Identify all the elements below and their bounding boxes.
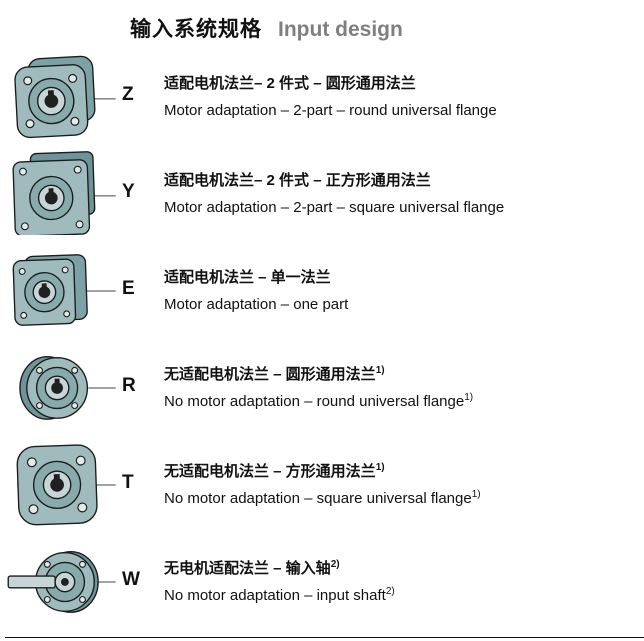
input-design-table: Z 适配电机法兰– 2 件式 – 圆形通用法兰 Motor adaptation… [0, 46, 644, 628]
description-zh: 无适配电机法兰 – 圆形通用法兰1) [164, 364, 385, 383]
description-en: No motor adaptation – input shaft2) [164, 585, 395, 604]
description-zh: 无电机适配法兰 – 输入轴2) [164, 558, 340, 577]
flange-illustration [0, 343, 122, 429]
design-description: 适配电机法兰– 2 件式 – 正方形通用法兰 Motor adaptation … [162, 165, 644, 219]
design-code: W [122, 568, 140, 590]
flange-illustration [0, 149, 122, 235]
design-description: 适配电机法兰– 2 件式 – 圆形通用法兰 Motor adaptation –… [162, 68, 644, 122]
design-code: Y [122, 180, 135, 202]
description-en: Motor adaptation – 2-part – round univer… [164, 101, 497, 119]
flange-illustration [0, 52, 122, 138]
design-description: 无适配电机法兰 – 圆形通用法兰1) No motor adaptation –… [162, 359, 644, 413]
description-zh: 无适配电机法兰 – 方形通用法兰1) [164, 461, 385, 480]
flange-illustration [0, 246, 122, 332]
description-zh: 适配电机法兰 – 单一法兰 [164, 268, 331, 286]
table-row: W 无电机适配法兰 – 输入轴2) No motor adaptation – … [0, 531, 644, 628]
design-description: 无适配电机法兰 – 方形通用法兰1) No motor adaptation –… [162, 456, 644, 510]
design-description: 适配电机法兰 – 单一法兰 Motor adaptation – one par… [162, 262, 644, 316]
page-title-zh: 输入系统规格 [130, 18, 262, 41]
table-row: Z 适配电机法兰– 2 件式 – 圆形通用法兰 Motor adaptation… [0, 46, 644, 143]
description-en: Motor adaptation – one part [164, 295, 349, 313]
design-description: 无电机适配法兰 – 输入轴2) No motor adaptation – in… [162, 553, 644, 607]
table-row: E 适配电机法兰 – 单一法兰 Motor adaptation – one p… [0, 240, 644, 337]
round-universal-flange-icon [19, 355, 116, 420]
input-shaft-flange-icon [7, 550, 116, 613]
design-code: T [122, 471, 134, 493]
description-en: Motor adaptation – 2-part – square unive… [164, 198, 505, 216]
description-en: No motor adaptation – round universal fl… [164, 391, 474, 410]
flange-illustration [0, 440, 122, 526]
design-code: E [122, 277, 135, 299]
design-code: R [122, 374, 136, 396]
description-en: No motor adaptation – square universal f… [164, 488, 481, 507]
flange-illustration [0, 537, 122, 623]
motor-adaptation-one-part-flange-icon [12, 253, 116, 326]
table-row: Y 适配电机法兰– 2 件式 – 正方形通用法兰 Motor adaptatio… [0, 143, 644, 240]
bottom-divider [5, 637, 644, 638]
motor-adaptation-2part-square-flange-icon [12, 150, 116, 235]
description-zh: 适配电机法兰– 2 件式 – 圆形通用法兰 [164, 74, 416, 92]
table-row: T 无适配电机法兰 – 方形通用法兰1) No motor adaptation… [0, 434, 644, 531]
page-header: 输入系统规格 Input design [0, 0, 644, 43]
motor-adaptation-2part-round-flange-icon [14, 55, 116, 138]
page-title-en: Input design [278, 18, 403, 41]
description-zh: 适配电机法兰– 2 件式 – 正方形通用法兰 [164, 171, 431, 189]
table-row: R 无适配电机法兰 – 圆形通用法兰1) No motor adaptation… [0, 337, 644, 434]
square-universal-flange-icon [16, 443, 116, 525]
design-code: Z [122, 83, 134, 105]
